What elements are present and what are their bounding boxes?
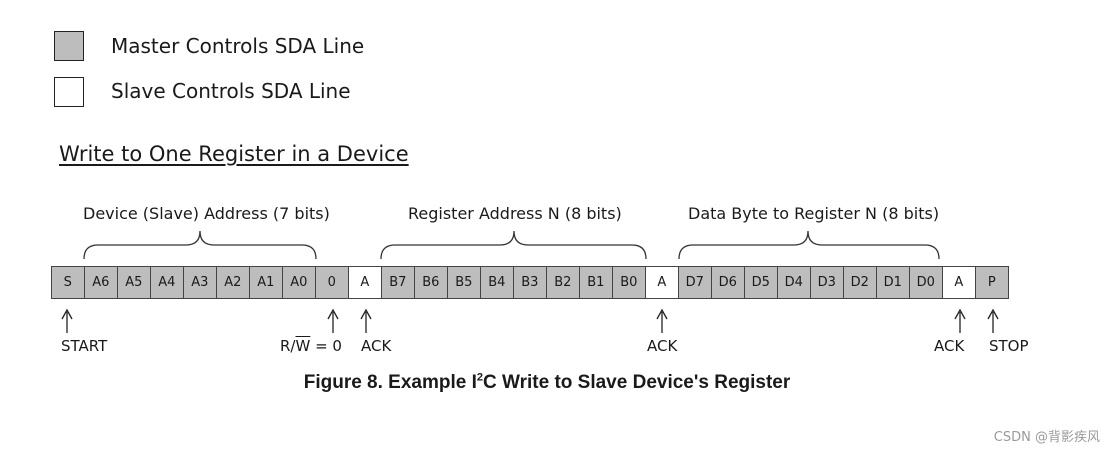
bit-cell: 0 (315, 266, 349, 299)
bit-cell: D6 (711, 266, 745, 299)
bit-cell: A6 (84, 266, 118, 299)
arrow-rw-icon (327, 308, 339, 333)
bit-cell: A (348, 266, 382, 299)
legend-master-label: Master Controls SDA Line (111, 34, 365, 58)
caption-sup: 2 (476, 371, 484, 384)
bit-cell: B1 (579, 266, 613, 299)
arrow-start-icon (61, 308, 73, 333)
marker-start: START (61, 337, 108, 355)
bit-cell: B5 (447, 266, 481, 299)
group-label-data-byte: Data Byte to Register N (8 bits) (688, 204, 940, 223)
legend-master-swatch (54, 31, 84, 61)
bit-cell: D3 (810, 266, 844, 299)
bit-cell: P (975, 266, 1009, 299)
bit-cell: A1 (249, 266, 283, 299)
watermark: CSDN @背影疾风 (993, 430, 1100, 445)
arrow-ack3-icon (954, 308, 966, 333)
bit-cell: B3 (513, 266, 547, 299)
marker-rw-prefix: R/ (280, 337, 296, 355)
bit-cell: B7 (381, 266, 415, 299)
marker-ack-3: ACK (934, 337, 965, 355)
section-title: Write to One Register in a Device (59, 142, 409, 166)
bit-cell: B4 (480, 266, 514, 299)
bit-cell: S (51, 266, 85, 299)
legend-slave-swatch (54, 77, 84, 107)
caption-prefix: Figure 8. Example I (303, 372, 477, 393)
caption-suffix: C Write to Slave Device's Register (483, 372, 791, 393)
marker-ack-1: ACK (361, 337, 392, 355)
bit-cell: D5 (744, 266, 778, 299)
group-label-device-address: Device (Slave) Address (7 bits) (83, 204, 330, 223)
marker-rw-bar: W (295, 337, 311, 355)
bit-cell: A (645, 266, 679, 299)
brace-data-byte (678, 230, 940, 260)
marker-rw: R/W = 0 (280, 337, 342, 355)
marker-rw-suffix: = 0 (310, 337, 342, 355)
bit-cell: D4 (777, 266, 811, 299)
bit-cell: B2 (546, 266, 580, 299)
bit-cell: D2 (843, 266, 877, 299)
brace-register-address (380, 230, 647, 260)
group-label-register-address: Register Address N (8 bits) (408, 204, 622, 223)
legend-slave-label: Slave Controls SDA Line (111, 79, 351, 103)
arrow-ack1-icon (360, 308, 372, 333)
marker-stop: STOP (989, 337, 1029, 355)
marker-ack-2: ACK (647, 337, 678, 355)
bit-cell: A4 (150, 266, 184, 299)
arrow-stop-icon (987, 308, 999, 333)
bit-cell: A2 (216, 266, 250, 299)
bit-cell: B0 (612, 266, 646, 299)
bit-cell: A (942, 266, 976, 299)
bit-cell: B6 (414, 266, 448, 299)
bit-cell: A3 (183, 266, 217, 299)
figure-caption: Figure 8. Example I2C Write to Slave Dev… (0, 371, 1094, 395)
arrow-ack2-icon (656, 308, 668, 333)
bit-cell: D1 (876, 266, 910, 299)
bit-cell: A0 (282, 266, 316, 299)
bit-cell: D0 (909, 266, 943, 299)
brace-device-address (83, 230, 317, 260)
bit-cell: D7 (678, 266, 712, 299)
bit-cell: A5 (117, 266, 151, 299)
